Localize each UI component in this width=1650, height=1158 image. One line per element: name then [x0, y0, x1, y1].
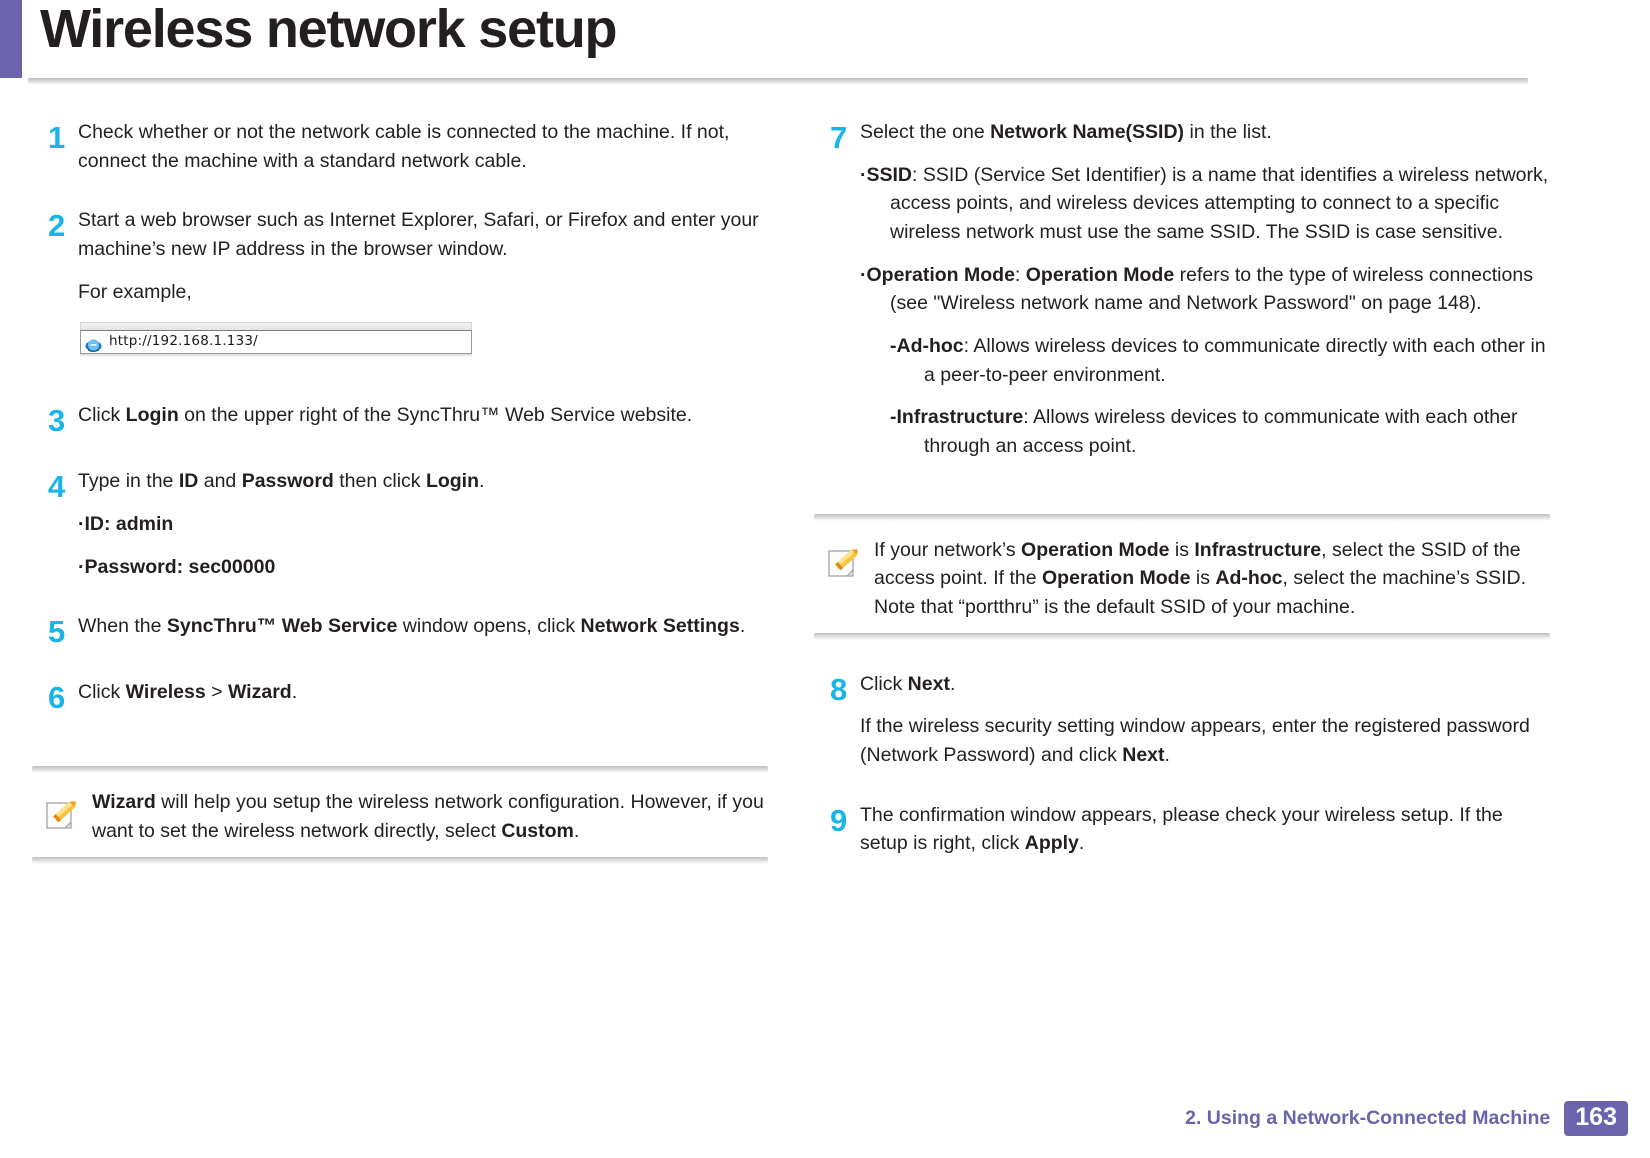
step-7-bullet-ssid: ·SSID: SSID (Service Set Identifier) is … — [860, 163, 1549, 243]
page-footer: 2. Using a Network-Connected Machine 163 — [1185, 1101, 1628, 1136]
header-divider — [28, 78, 1528, 85]
step-7: 7 Select the one Network Name(SSID) in t… — [814, 118, 1554, 461]
note-pencil-icon — [826, 544, 862, 580]
step-2-example-label: For example, — [78, 280, 192, 303]
step-2-number: 2 — [48, 208, 66, 244]
step-4-body: Type in the ID and Password then click L… — [78, 467, 772, 581]
content-columns: 1 Check whether or not the network cable… — [0, 118, 1650, 871]
step-3: 3 Click Login on the upper right of the … — [32, 401, 772, 436]
browser-address-bar: http://192.168.1.133/ — [80, 330, 472, 355]
step-7-number: 7 — [830, 120, 848, 155]
step-7-bullet-operation-mode: ·Operation Mode: Operation Mode refers t… — [860, 263, 1533, 315]
footer-page-number: 163 — [1564, 1101, 1628, 1136]
step-8-body: Click Next. If the wireless security set… — [860, 670, 1554, 770]
step-3-body: Click Login on the upper right of the Sy… — [78, 401, 772, 430]
note-box-right: If your network’s Operation Mode is Infr… — [814, 513, 1550, 640]
step-1-number: 1 — [48, 120, 66, 155]
step-6: 6 Click Wireless > Wizard. — [32, 678, 772, 713]
step-5-number: 5 — [48, 614, 66, 650]
note-box-left: Wizard will help you setup the wireless … — [32, 766, 768, 864]
step-4: 4 Type in the ID and Password then click… — [32, 467, 772, 581]
step-5: 5 When the SyncThru™ Web Service window … — [32, 612, 772, 647]
note-divider-top — [814, 513, 1550, 521]
step-9-number: 9 — [830, 802, 848, 838]
spacer — [814, 783, 1554, 801]
step-9-body: The confirmation window appears, please … — [860, 801, 1554, 858]
footer-chapter-label: 2. Using a Network-Connected Machine — [1185, 1107, 1551, 1129]
step-2-text: Start a web browser such as Internet Exp… — [78, 209, 759, 260]
step-2-body: Start a web browser such as Internet Exp… — [78, 206, 772, 388]
step-1: 1 Check whether or not the network cable… — [32, 118, 772, 175]
spacer — [814, 474, 1554, 504]
right-column: 7 Select the one Network Name(SSID) in t… — [814, 118, 1554, 871]
step-4-number: 4 — [48, 469, 66, 505]
note-divider-bottom — [814, 632, 1550, 640]
step-8-text: Click Next. — [860, 672, 956, 695]
spacer — [32, 726, 772, 756]
step-7-body: Select the one Network Name(SSID) in the… — [860, 118, 1554, 461]
page-title: Wireless network setup — [40, 0, 618, 59]
step-1-body: Check whether or not the network cable i… — [78, 118, 772, 175]
step-4-bullet-id: ·ID: admin — [78, 512, 174, 535]
step-5-body: When the SyncThru™ Web Service window op… — [78, 612, 772, 641]
left-column: 1 Check whether or not the network cable… — [32, 118, 772, 871]
step-4-bullet-password: ·Password: sec00000 — [78, 555, 276, 578]
note-divider-top — [32, 766, 768, 774]
spacer — [32, 594, 772, 612]
internet-explorer-icon — [85, 334, 102, 352]
figure-shadow — [80, 354, 472, 359]
step-4-text: Type in the ID and Password then click L… — [78, 470, 485, 493]
step-3-text: Click Login on the upper right of the Sy… — [78, 404, 693, 427]
step-5-text: When the SyncThru™ Web Service window op… — [78, 615, 746, 638]
step-6-text: Click Wireless > Wizard. — [78, 681, 298, 704]
step-3-number: 3 — [48, 403, 66, 439]
step-7-subbullet-infrastructure: -Infrastructure: Allows wireless devices… — [890, 406, 1518, 457]
spacer — [32, 449, 772, 467]
step-6-body: Click Wireless > Wizard. — [78, 678, 772, 707]
spacer — [32, 188, 772, 206]
address-bar-url: http://192.168.1.133/ — [109, 333, 258, 350]
step-8-number: 8 — [830, 671, 848, 707]
step-6-number: 6 — [48, 680, 66, 716]
note-divider-bottom — [32, 856, 768, 864]
step-7-text: Select the one Network Name(SSID) in the… — [860, 121, 1272, 143]
note-pencil-icon — [44, 796, 80, 832]
note-left-text: Wizard will help you setup the wireless … — [92, 791, 764, 842]
spacer — [32, 660, 772, 678]
step-8-extra-text: If the wireless security setting window … — [860, 715, 1530, 766]
step-2: 2 Start a web browser such as Internet E… — [32, 206, 772, 388]
note-right-text: If your network’s Operation Mode is Infr… — [874, 538, 1527, 618]
step-1-text: Check whether or not the network cable i… — [78, 121, 730, 172]
step-9: 9 The confirmation window appears, pleas… — [814, 801, 1554, 858]
step-9-text: The confirmation window appears, please … — [860, 803, 1503, 855]
step-8: 8 Click Next. If the wireless security s… — [814, 670, 1554, 770]
browser-toolbar-strip — [80, 322, 472, 331]
browser-address-bar-figure: http://192.168.1.133/ — [80, 322, 472, 359]
spacer — [814, 640, 1554, 670]
page-header: Wireless network setup — [0, 0, 1650, 92]
header-accent-bar — [0, 0, 22, 78]
step-7-subbullet-adhoc: -Ad-hoc: Allows wireless devices to comm… — [890, 334, 1546, 386]
